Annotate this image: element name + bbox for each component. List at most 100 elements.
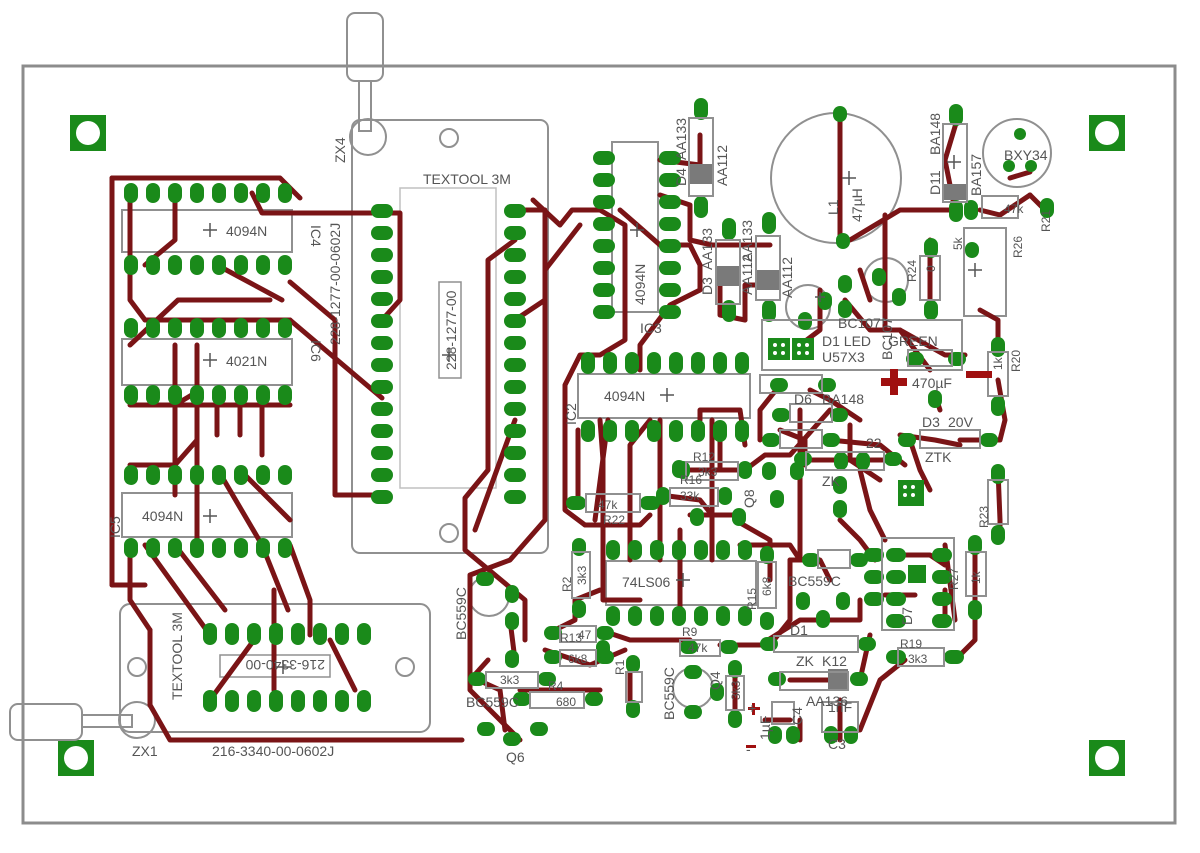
r4-value: 680 — [556, 695, 576, 709]
k12-label: K12 — [822, 653, 847, 669]
r13-name: R13 — [560, 631, 582, 645]
minus-label: - — [746, 741, 751, 757]
zx1-pad-ring — [118, 701, 156, 739]
socket-hole-icon — [439, 523, 459, 543]
d5-part: AA133 — [699, 228, 715, 270]
r21-value: 47k — [1004, 202, 1024, 216]
bc559c-label-a: BC559C — [453, 587, 469, 640]
c3-label: C3 — [828, 736, 846, 752]
bc107-label-2: BC107 — [838, 315, 881, 331]
ic6-part: 4021N — [226, 353, 267, 369]
ic4-pads-top — [124, 183, 292, 203]
c1u-label: 1µF — [757, 716, 773, 740]
r16-value: 33k — [680, 489, 700, 503]
r15-name: R15 — [745, 588, 759, 610]
origin-crosses — [203, 155, 982, 674]
c4-label: C4 — [789, 707, 805, 725]
q4-label: Q4 — [707, 671, 723, 690]
zx4-label: ZX4 — [332, 137, 348, 163]
c1n-label: 1nF — [828, 699, 852, 715]
zx1-label: ZX1 — [132, 743, 158, 759]
r26-name: R26 — [1011, 236, 1025, 258]
d4-name: D4 — [673, 168, 689, 186]
mounting-hole-tl — [70, 115, 106, 151]
zx1-lead — [81, 714, 133, 728]
r3k3-label: 3k3 — [500, 673, 520, 687]
textool-top-body — [399, 187, 497, 489]
ic1-pads — [606, 540, 752, 626]
plus-label: + — [748, 700, 756, 716]
d4-part2: AA112 — [714, 145, 730, 186]
ic2-pads — [581, 352, 749, 442]
d11-name: D11 — [927, 170, 943, 195]
ic3-part: 4094N — [632, 264, 648, 305]
r24-name: R24 — [905, 260, 919, 282]
r12-value: 3k3 — [698, 465, 718, 479]
zif-bottom-pads — [203, 623, 371, 712]
r9-value: 47k — [688, 641, 708, 655]
textool-top-outline — [351, 119, 549, 554]
ic6-pads — [124, 318, 292, 405]
ic5-part: 4094N — [142, 508, 183, 524]
bxy34-outline — [982, 118, 1052, 188]
textool-top-label: TEXTOOL 3M — [423, 171, 511, 187]
r21-name: R21 — [1039, 210, 1053, 232]
zx1-body — [9, 703, 83, 741]
d3-ztk-name: D3 — [922, 414, 940, 430]
mounting-hole-br — [1089, 740, 1125, 776]
green-label: GREEN — [888, 333, 938, 349]
zx4-body — [346, 12, 384, 82]
u57-label: U57X3 — [822, 349, 865, 365]
r22-name: R22 — [603, 513, 625, 527]
d3-part: AA133 — [739, 220, 755, 262]
bc559c-label-b: BC559C — [466, 694, 519, 710]
d5-part2: AA112 — [739, 254, 755, 295]
cap-470-label: 470µF — [912, 375, 952, 391]
textool-bottom-label: TEXTOOL 3M — [169, 612, 185, 700]
bc107-label: BC107 — [879, 317, 895, 360]
zx4-lead — [358, 80, 372, 132]
d3-name: D3 — [699, 277, 715, 295]
zx4-pad-ring — [349, 118, 387, 156]
r26-value: 5k — [951, 236, 965, 250]
ic4-outline — [121, 209, 293, 253]
socket-top-box-label: 228-1277-00 — [443, 290, 459, 370]
ba148-label: BA148 — [822, 391, 864, 407]
socket-hole-icon — [439, 128, 459, 148]
ic4-part: 4094N — [226, 223, 267, 239]
pot-outline — [963, 227, 1007, 317]
pads — [124, 98, 1054, 746]
r16-name: R16 — [680, 473, 702, 487]
r19-name: R19 — [900, 637, 922, 651]
d7-label: D7 — [899, 607, 915, 625]
socket-hole-icon — [395, 657, 415, 677]
diode-bands — [690, 164, 966, 689]
r24-value: 0 — [924, 265, 938, 272]
mounting-hole-tr — [1089, 115, 1125, 151]
diode-outlines — [485, 117, 1019, 733]
ztk-label: ZTK — [925, 449, 952, 465]
zk-label: ZK — [796, 653, 815, 669]
ic5-name: IC5 — [107, 516, 123, 538]
r1-label: R1 — [613, 659, 627, 675]
zk22-label: 22 — [866, 435, 882, 451]
ic6-outline — [121, 338, 293, 386]
r9-name: R9 — [682, 625, 698, 639]
r20-value: 1k — [991, 356, 1005, 370]
r8-value: 3k3 — [729, 680, 743, 700]
ic6-name: IC6 — [308, 340, 324, 362]
l1-value: 47µH — [849, 188, 865, 222]
test-pads — [768, 338, 926, 583]
test-pad-holes — [773, 343, 915, 497]
socket-top-vertical: 228-1277-00-0602J — [327, 223, 343, 345]
q8-label: Q8 — [741, 489, 757, 508]
socket-bottom-box-label: 216-3340-00 — [245, 657, 325, 673]
l1-name: L1 — [825, 199, 841, 215]
ic4-name: IC4 — [308, 225, 324, 247]
r20-name: R20 — [1009, 350, 1023, 372]
ic4-pads-bottom — [124, 255, 292, 275]
r6k8-label: 6k8 — [568, 652, 588, 666]
q6-label: Q6 — [506, 749, 525, 765]
val-20v: 20V — [948, 414, 974, 430]
